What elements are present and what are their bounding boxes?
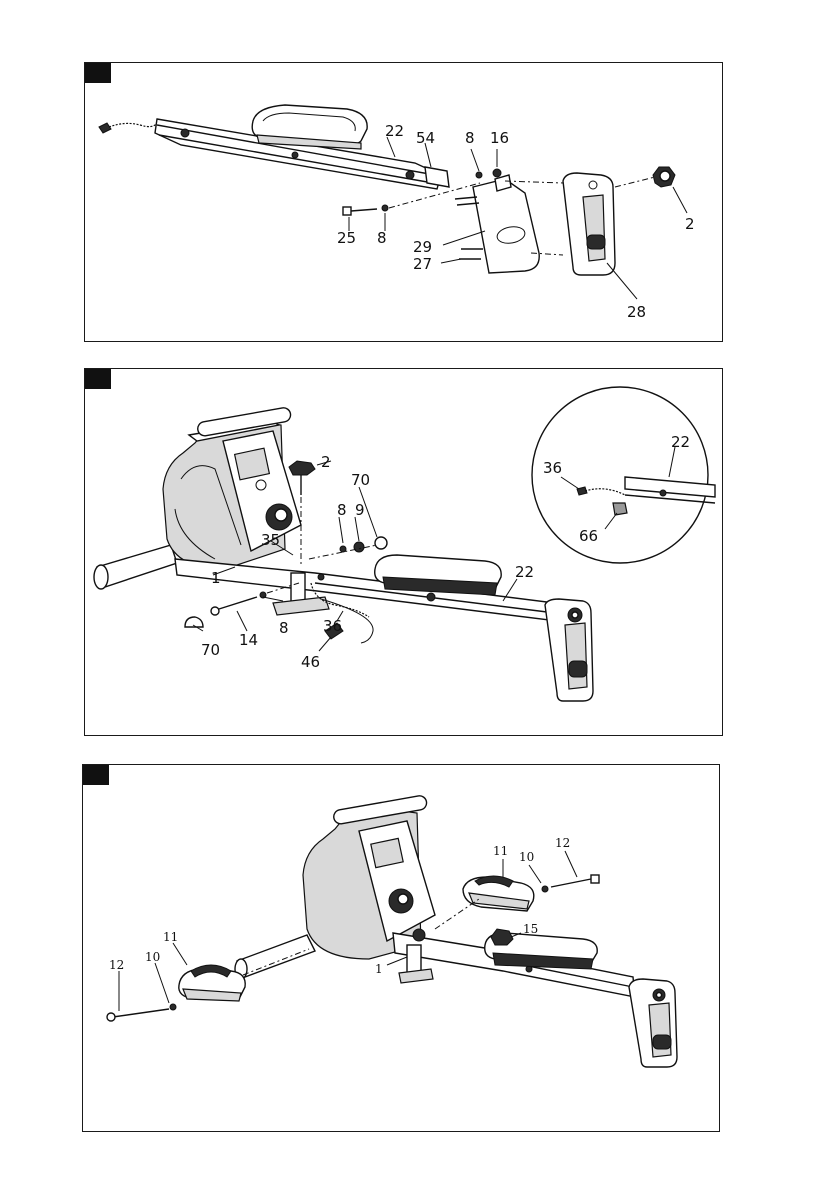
bolt-part-25 [343, 205, 388, 215]
seat-part [375, 555, 501, 595]
callout-46: 46 [301, 653, 320, 671]
front-stabilizer-tube [94, 545, 177, 589]
pedal-right-part-11 [463, 876, 534, 911]
washer-right-part-10 [542, 886, 548, 892]
callout-70-lower: 70 [201, 641, 220, 659]
bolt-part-14 [211, 592, 266, 615]
callout-22: 22 [385, 122, 404, 140]
callout-12-left: 12 [109, 958, 124, 972]
callout-29: 29 [413, 238, 432, 256]
callout-35: 35 [261, 531, 280, 549]
knob-part-15 [491, 929, 513, 945]
callout-11-left: 11 [163, 930, 178, 944]
callout-28: 28 [627, 303, 646, 321]
washer-left-part-10 [170, 1004, 176, 1010]
detail-callout-22: 22 [671, 433, 690, 451]
detail-callout-66: 66 [579, 527, 598, 545]
callout-2: 2 [685, 215, 695, 233]
callout-10: 10 [519, 850, 534, 864]
callout-14: 14 [239, 631, 258, 649]
step-1-diagram: 22 54 8 16 2 25 8 29 27 28 [85, 63, 724, 343]
callout-8-lower: 8 [279, 619, 289, 637]
bracket-part-54 [425, 167, 449, 187]
nut-part-16 [493, 169, 501, 177]
callout-9: 9 [355, 501, 365, 519]
callout-70: 70 [351, 471, 370, 489]
nut-part-9 [354, 542, 364, 552]
knob-part-2 [653, 167, 675, 187]
bolt-right-part-12 [551, 875, 599, 887]
washer-part-8 [476, 172, 482, 178]
washer-part-8 [340, 546, 346, 552]
assembly-step-panel-2: 2 70 8 9 35 1 22 70 14 8 36 46 22 36 66 [84, 368, 723, 736]
end-cap-part-28 [563, 173, 615, 275]
callout-16: 16 [490, 129, 509, 147]
callout-22: 22 [515, 563, 534, 581]
plate-part-29 [455, 175, 539, 273]
callout-25: 25 [337, 229, 356, 247]
callout-36: 36 [323, 617, 342, 635]
callout-54: 54 [416, 129, 435, 147]
callout-2: 2 [321, 453, 331, 471]
detail-callout-36: 36 [543, 459, 562, 477]
cap-part-70 [375, 537, 387, 549]
callout-27: 27 [413, 255, 432, 273]
step-2-diagram: 2 70 8 9 35 1 22 70 14 8 36 46 22 36 66 [85, 369, 724, 737]
callout-8: 8 [465, 129, 475, 147]
knob-part-2 [289, 461, 315, 495]
callout-15: 15 [523, 922, 538, 936]
callout-8: 8 [337, 501, 347, 519]
callout-8-lower: 8 [377, 229, 387, 247]
callout-1: 1 [211, 569, 221, 587]
callout-11: 11 [493, 844, 508, 858]
callout-12: 12 [555, 836, 570, 850]
cable-end-part [99, 123, 157, 133]
assembly-step-panel-1: 22 54 8 16 2 25 8 29 27 28 [84, 62, 723, 342]
callout-1: 1 [375, 962, 383, 976]
callout-10-left: 10 [145, 950, 160, 964]
rear-end-cap [545, 599, 593, 701]
step-3-diagram: 11 10 12 15 1 11 10 12 [83, 765, 721, 1133]
main-frame-part-1 [163, 407, 301, 569]
assembly-step-panel-3: 11 10 12 15 1 11 10 12 [82, 764, 720, 1132]
front-stabilizer-tube [237, 935, 315, 977]
bolt-left-part-12 [107, 1009, 169, 1021]
rear-end-cap [629, 979, 677, 1067]
seat-part [252, 105, 367, 149]
